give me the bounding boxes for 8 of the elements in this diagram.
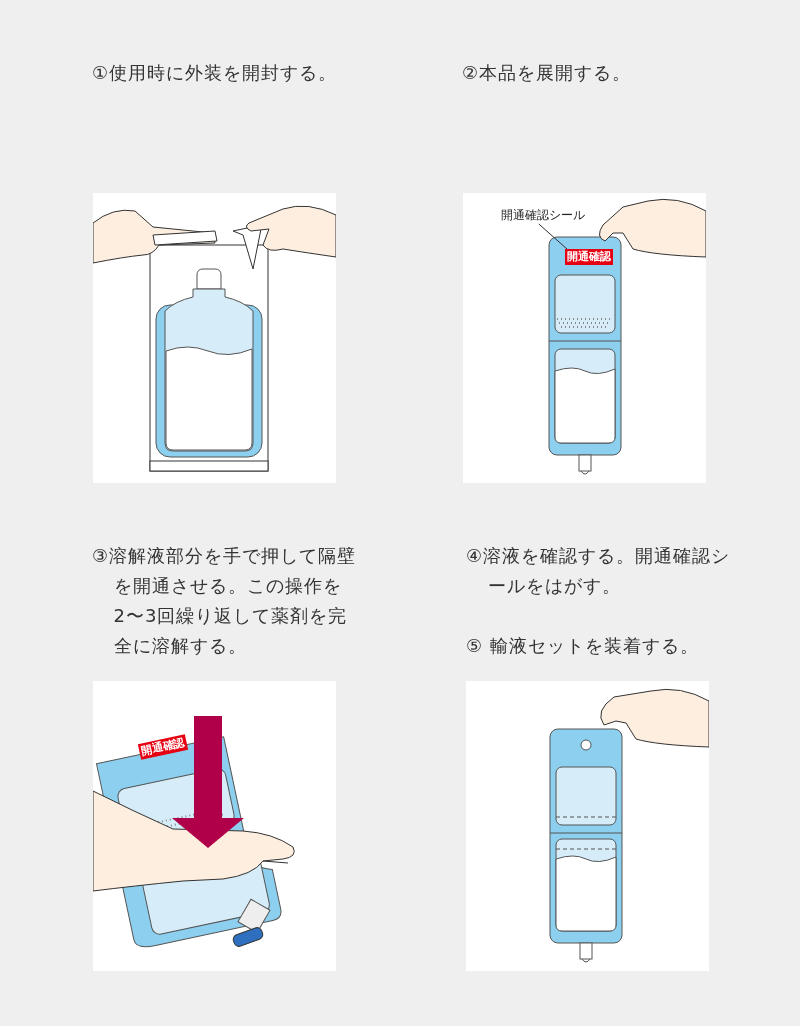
step-text: ①使用時に外装を開封する。 xyxy=(92,61,339,85)
step-text: ②本品を展開する。 xyxy=(462,61,633,85)
step-text: ④溶液を確認する。開通確認シールをはがす。 xyxy=(466,544,732,598)
step-text: ⑤ 輸液セットを装着する。 xyxy=(466,634,700,658)
step-text: ③溶解液部分を手で押して隔壁を開通させる。この操作を2〜3回繰り返して薬剤を完全に溶解する。 xyxy=(92,544,358,658)
seal-label: 開通確認 xyxy=(565,249,613,265)
callout-label: 開通確認シール xyxy=(501,207,585,224)
leader-line xyxy=(538,223,568,250)
